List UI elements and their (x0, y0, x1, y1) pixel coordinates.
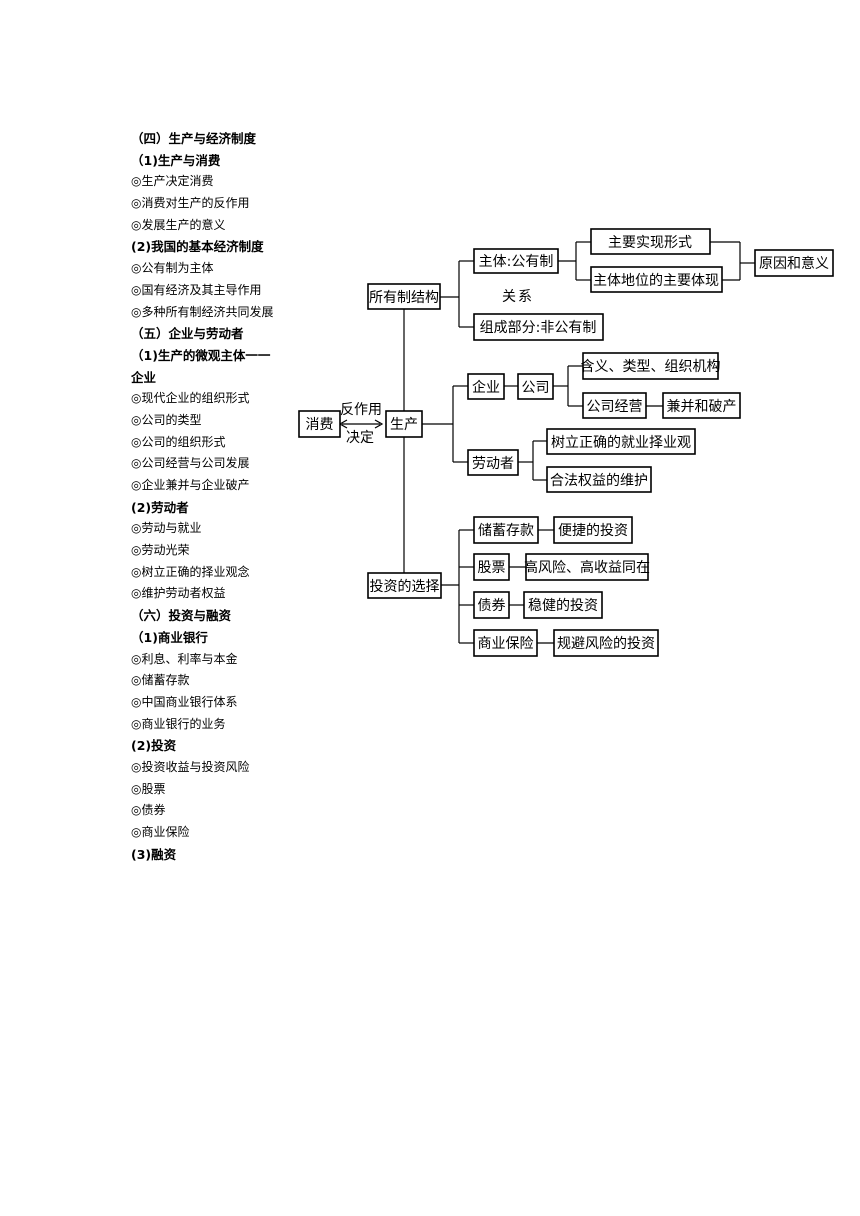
node-insurance-desc: 规避风险的投资 (553, 629, 659, 657)
outline-line: （1)生产与消费 (131, 152, 221, 168)
outline-line: ◎现代企业的组织形式 (131, 391, 250, 406)
svg-text:投资的选择: 投资的选择 (370, 579, 440, 595)
outline-line: （五）企业与劳动者 (131, 326, 244, 342)
outline-line: ◎中国商业银行体系 (131, 694, 238, 709)
node-stocks-desc: 高风险、高收益同在 (524, 553, 650, 581)
node-laborer: 劳动者 (467, 449, 519, 476)
outline-line: ◎商业银行的业务 (131, 716, 226, 731)
node-consume: 消费 (298, 410, 341, 438)
outline-line: （四）生产与经济制度 (131, 131, 257, 146)
svg-text:劳动者: 劳动者 (472, 456, 514, 472)
outline-line: ◎公司的组织形式 (131, 434, 226, 449)
outline-line: （1)生产的微观主体一一 (131, 347, 271, 363)
outline-line: ◎企业兼并与企业破产 (131, 478, 250, 492)
outline-line: (2)投资 (131, 738, 177, 754)
connectors (338, 241, 755, 644)
svg-text:主体地位的主要体现: 主体地位的主要体现 (593, 273, 719, 289)
node-investment: 投资的选择 (367, 572, 442, 599)
svg-text:企业: 企业 (472, 379, 500, 396)
node-main-form: 主要实现形式 (590, 228, 711, 255)
outline-line: ◎投资收益与投资风险 (131, 759, 250, 774)
outline-line: （六）投资与融资 (131, 608, 232, 624)
outline-list: （四）生产与经济制度 （1)生产与消费 ◎生产决定消费 ◎消费对生产的反作用 ◎发展生产… (131, 128, 301, 865)
outline-line: ◎利息、利率与本金 (131, 651, 238, 666)
node-main-status: 主体地位的主要体现 (590, 266, 723, 293)
node-rights: 合法权益的维护 (546, 466, 652, 493)
outline-line: （1)商业银行 (131, 629, 208, 645)
node-ownership: 所有制结构 (367, 283, 441, 310)
node-company-types: 含义、类型、组织机构 (581, 352, 721, 380)
svg-text:公司经营: 公司经营 (587, 399, 643, 415)
outline-line: ◎劳动光荣 (131, 543, 190, 558)
node-company-ops: 公司经营 (582, 392, 647, 419)
node-company: 公司 (517, 373, 554, 400)
outline-line: ◎商业保险 (131, 825, 190, 839)
outline-line: ◎树立正确的择业观念 (131, 564, 250, 579)
node-produce: 生产 (385, 410, 423, 438)
svg-text:股票: 股票 (478, 560, 506, 576)
svg-text:原因和意义: 原因和意义 (759, 255, 829, 272)
svg-text:合法权益的维护: 合法权益的维护 (550, 473, 648, 489)
svg-text:商业保险: 商业保险 (478, 636, 534, 652)
outline-line: ◎公有制为主体 (131, 261, 214, 276)
node-stocks: 股票 (473, 553, 510, 581)
node-enterprise: 企业 (467, 373, 505, 400)
outline-line: ◎公司的类型 (131, 412, 202, 427)
svg-text:生产: 生产 (390, 417, 418, 433)
node-insurance: 商业保险 (473, 629, 538, 657)
svg-text:含义、类型、组织机构: 含义、类型、组织机构 (581, 359, 721, 375)
svg-text:稳健的投资: 稳健的投资 (528, 598, 598, 614)
node-reason: 原因和意义 (754, 249, 834, 277)
arrow-right-icon (374, 419, 384, 429)
outline-line: (2)我国的基本经济制度 (131, 239, 264, 255)
svg-text:兼并和破产: 兼并和破产 (667, 399, 737, 415)
node-merger: 兼并和破产 (662, 392, 741, 419)
outline-line: ◎生产决定消费 (131, 174, 214, 189)
outline-line: ◎债券 (131, 803, 166, 818)
svg-text:储蓄存款: 储蓄存款 (478, 523, 534, 539)
outline-line: ◎多种所有制经济共同发展 (131, 304, 274, 319)
svg-text:债券: 债券 (478, 598, 506, 614)
outline-line: ◎储蓄存款 (131, 673, 190, 688)
node-savings-desc: 便捷的投资 (553, 516, 633, 544)
node-career-view: 树立正确的就业择业观 (546, 428, 696, 455)
svg-text:高风险、高收益同在: 高风险、高收益同在 (524, 559, 650, 576)
label-relation-2: 系 (518, 289, 532, 305)
svg-text:主体:公有制: 主体:公有制 (479, 254, 554, 270)
outline-line: ◎国有经济及其主导作用 (131, 282, 262, 297)
outline-line: ◎劳动与就业 (131, 521, 202, 536)
svg-text:便捷的投资: 便捷的投资 (558, 523, 628, 539)
svg-text:公司: 公司 (522, 380, 550, 396)
svg-text:树立正确的就业择业观: 树立正确的就业择业观 (551, 435, 691, 451)
label-reaction: 反作用 (340, 402, 382, 418)
outline-line: ◎公司经营与公司发展 (131, 456, 250, 471)
outline-line: ◎消费对生产的反作用 (131, 196, 250, 211)
svg-text:规避风险的投资: 规避风险的投资 (557, 636, 655, 652)
outline-line: ◎维护劳动者权益 (131, 586, 226, 601)
outline-line: 企业 (131, 369, 157, 385)
outline-line: (2)劳动者 (131, 499, 189, 515)
svg-text:所有制结构: 所有制结构 (369, 290, 439, 306)
svg-text:组成部分:非公有制: 组成部分:非公有制 (480, 320, 597, 336)
label-relation-1: 关 (502, 289, 516, 305)
outline-line: (3)融资 (131, 846, 177, 862)
label-decide: 决定 (346, 430, 374, 446)
node-savings: 储蓄存款 (473, 516, 539, 544)
node-bonds: 债券 (473, 591, 510, 619)
node-component: 组成部分:非公有制 (473, 313, 604, 341)
svg-text:主要实现形式: 主要实现形式 (608, 235, 692, 251)
outline-line: ◎发展生产的意义 (131, 217, 226, 232)
outline-line: ◎股票 (131, 781, 166, 796)
svg-text:消费: 消费 (306, 417, 334, 433)
node-main-body: 主体:公有制 (473, 248, 559, 274)
node-bonds-desc: 稳健的投资 (523, 591, 603, 619)
